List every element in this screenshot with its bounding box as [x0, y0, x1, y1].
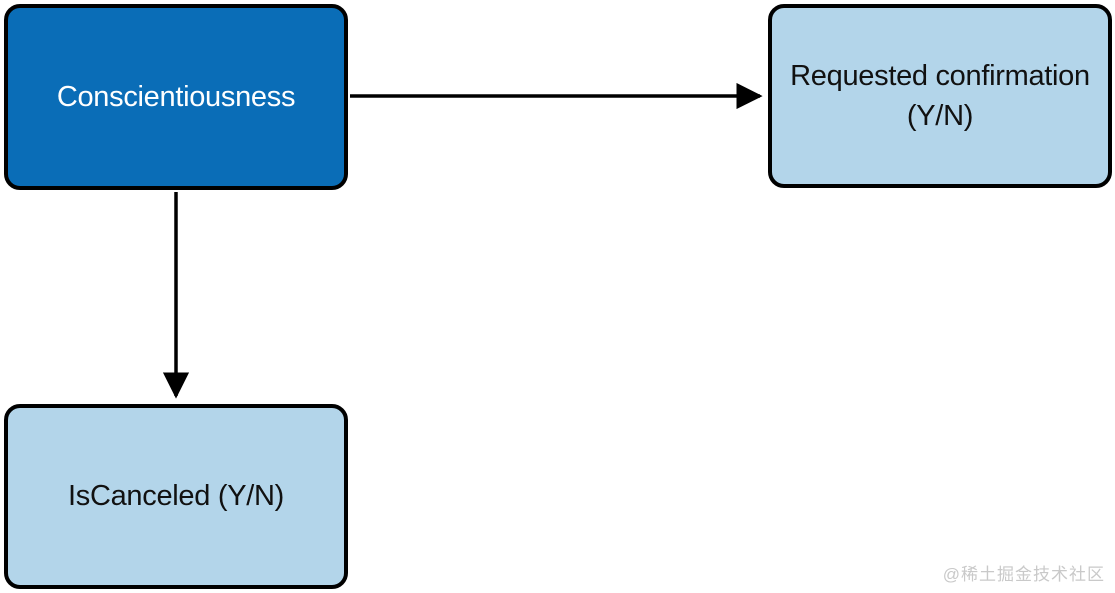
- watermark: @稀土掘金技术社区: [942, 565, 1105, 584]
- node-conscientiousness: Conscientiousness: [4, 4, 348, 190]
- node-is-canceled: IsCanceled (Y/N): [4, 404, 348, 589]
- node-requested-confirmation-label: Requested confirmation (Y/N): [790, 59, 1090, 132]
- node-conscientiousness-label: Conscientiousness: [56, 80, 296, 113]
- node-is-canceled-label: IsCanceled (Y/N): [68, 480, 284, 513]
- node-requested-confirmation: Requested confirmation (Y/N): [768, 4, 1112, 188]
